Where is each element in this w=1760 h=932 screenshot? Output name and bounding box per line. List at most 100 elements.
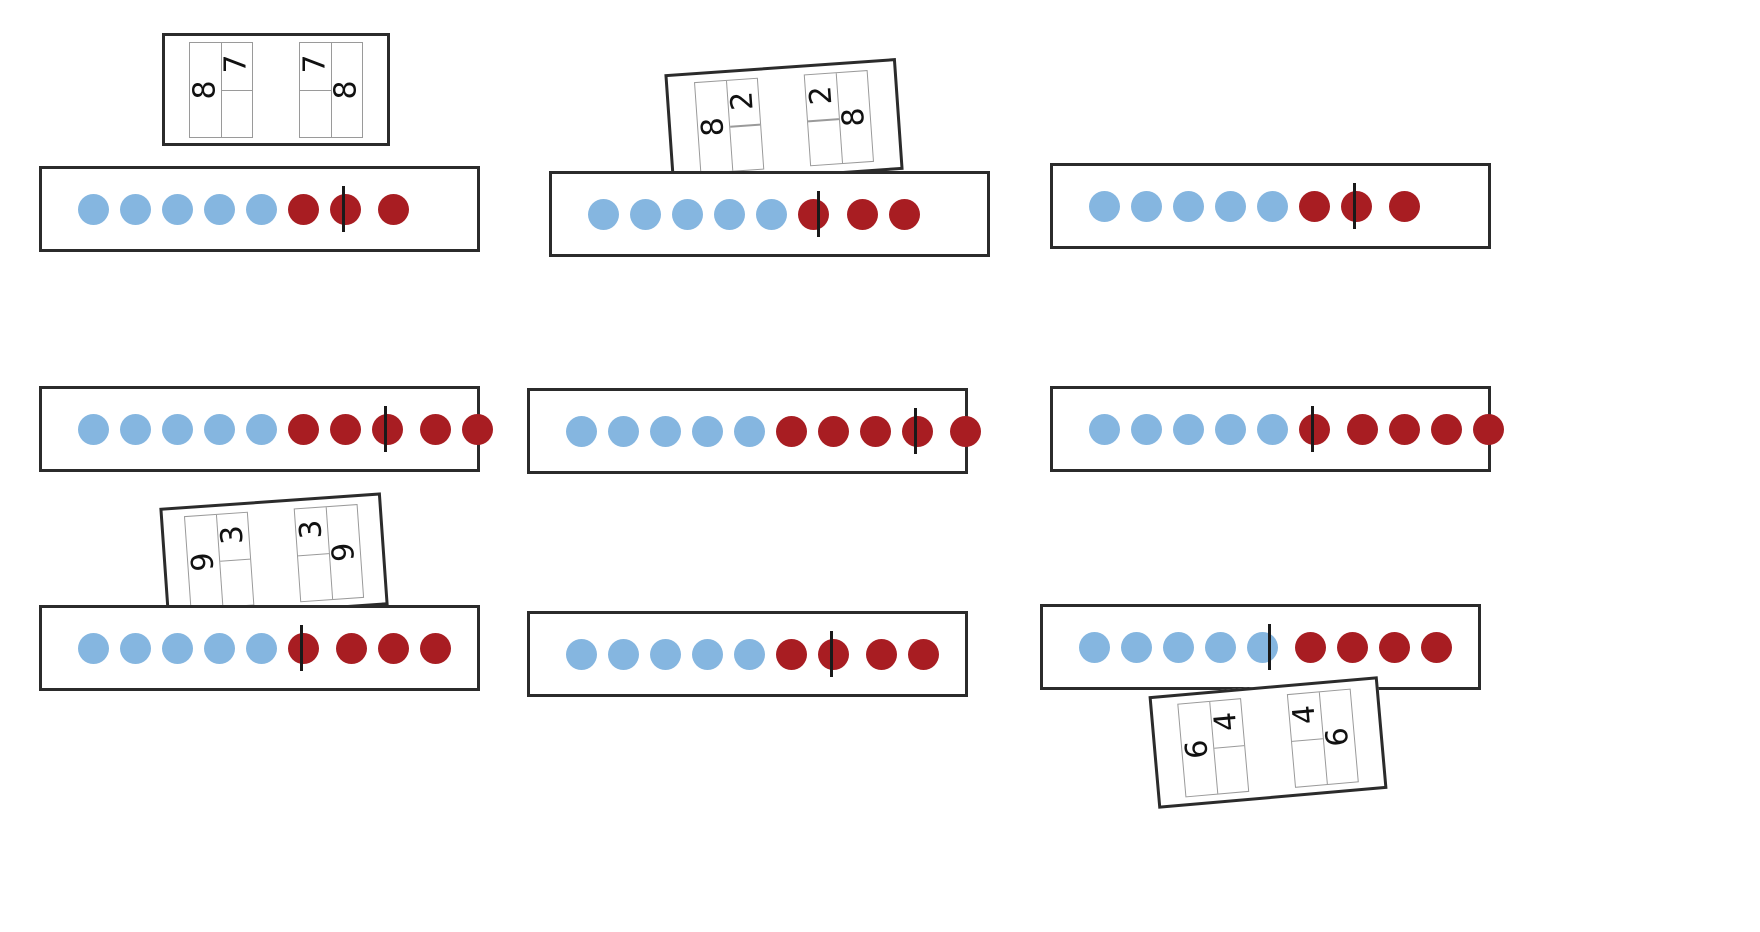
bead-blue (78, 193, 109, 225)
bead-blue (1247, 631, 1278, 663)
group-divider (342, 186, 345, 232)
bead-blue (630, 198, 661, 230)
bead-red (776, 415, 807, 447)
bead-strip-item-7[interactable] (39, 605, 480, 691)
bead-blue (1215, 413, 1246, 445)
bead-strip-item-2[interactable] (549, 171, 990, 257)
bead-group (1053, 166, 1420, 246)
bead-blue (608, 638, 639, 670)
bead-blue (120, 193, 151, 225)
bead-blue (1131, 413, 1162, 445)
group-divider (830, 631, 833, 677)
bead-blue (246, 632, 277, 664)
group-divider (1353, 183, 1356, 229)
bead-red (908, 638, 939, 670)
card-digit: 3 (214, 523, 251, 546)
bead-group (42, 608, 451, 688)
bead-red (1389, 413, 1420, 445)
card-digit: 2 (724, 90, 762, 112)
card-digit: 3 (293, 518, 330, 540)
bead-red (336, 632, 367, 664)
bead-red (847, 198, 878, 230)
number-frame-right: 3 9 (293, 503, 365, 602)
bead-blue (204, 413, 235, 445)
bead-strip-item-5[interactable] (527, 388, 981, 474)
bead-strip-item-6[interactable] (1050, 386, 1504, 472)
card-digit: 8 (187, 79, 223, 100)
bead-strip-item-4[interactable] (39, 386, 493, 472)
bead-red (378, 632, 409, 664)
bead-red (330, 193, 361, 225)
bead-red (288, 193, 319, 225)
bead-red (798, 198, 829, 230)
bead-blue (120, 632, 151, 664)
bead-red (902, 415, 933, 447)
bead-strip-item-9[interactable] (1040, 604, 1481, 690)
bead-strip-item-1[interactable] (39, 166, 480, 252)
bead-red (330, 413, 361, 445)
number-frame-right: 7 8 (297, 41, 364, 138)
bead-blue (78, 632, 109, 664)
bead-red (420, 413, 451, 445)
bead-blue (1257, 413, 1288, 445)
bead-red (420, 632, 451, 664)
number-frame-left: 9 3 (183, 511, 255, 610)
card-digit: 7 (218, 53, 254, 74)
bead-blue (1163, 631, 1194, 663)
bead-blue (1173, 190, 1204, 222)
bead-blue (1257, 190, 1288, 222)
bead-group (42, 169, 409, 249)
bead-blue (1131, 190, 1162, 222)
bead-blue (120, 413, 151, 445)
bead-blue (734, 638, 765, 670)
bead-red (818, 638, 849, 670)
bead-red (950, 415, 981, 447)
bead-red (378, 193, 409, 225)
bead-red (860, 415, 891, 447)
group-divider (1268, 624, 1271, 670)
bead-blue (734, 415, 765, 447)
number-frame-right: 4 6 (1286, 688, 1359, 788)
bead-blue (162, 193, 193, 225)
bead-blue (246, 193, 277, 225)
bead-group (1043, 607, 1452, 687)
number-card-item-1[interactable]: 8 7 7 8 (162, 33, 390, 146)
number-card-item-9[interactable]: 6 4 4 6 (1148, 676, 1388, 809)
bead-blue (692, 415, 723, 447)
bead-group (530, 391, 981, 471)
card-digit: 8 (328, 79, 364, 100)
group-divider (914, 408, 917, 454)
bead-blue (608, 415, 639, 447)
bead-blue (162, 632, 193, 664)
bead-red (818, 415, 849, 447)
number-card-item-2[interactable]: 8 2 2 8 (664, 58, 904, 186)
group-divider (817, 191, 820, 237)
group-divider (1311, 406, 1314, 452)
card-digit: 9 (326, 540, 363, 563)
bead-red (462, 413, 493, 445)
bead-blue (162, 413, 193, 445)
number-frame-left: 8 7 (187, 41, 254, 138)
bead-blue (714, 198, 745, 230)
card-digit: 6 (1178, 737, 1216, 760)
bead-red (288, 413, 319, 445)
number-frame-left: 6 4 (1177, 697, 1250, 797)
bead-blue (1205, 631, 1236, 663)
bead-blue (588, 198, 619, 230)
bead-red (776, 638, 807, 670)
number-card-item-7[interactable]: 9 3 3 9 (159, 492, 389, 621)
bead-red (1337, 631, 1368, 663)
bead-red (1421, 631, 1452, 663)
bead-red (288, 632, 319, 664)
bead-red (1295, 631, 1326, 663)
bead-strip-item-3[interactable] (1050, 163, 1491, 249)
bead-blue (1215, 190, 1246, 222)
bead-red (372, 413, 403, 445)
bead-strip-item-8[interactable] (527, 611, 968, 697)
bead-blue (1121, 631, 1152, 663)
bead-red (1347, 413, 1378, 445)
card-digit: 6 (1319, 725, 1357, 748)
bead-blue (1173, 413, 1204, 445)
bead-red (1299, 190, 1330, 222)
bead-red (889, 198, 920, 230)
